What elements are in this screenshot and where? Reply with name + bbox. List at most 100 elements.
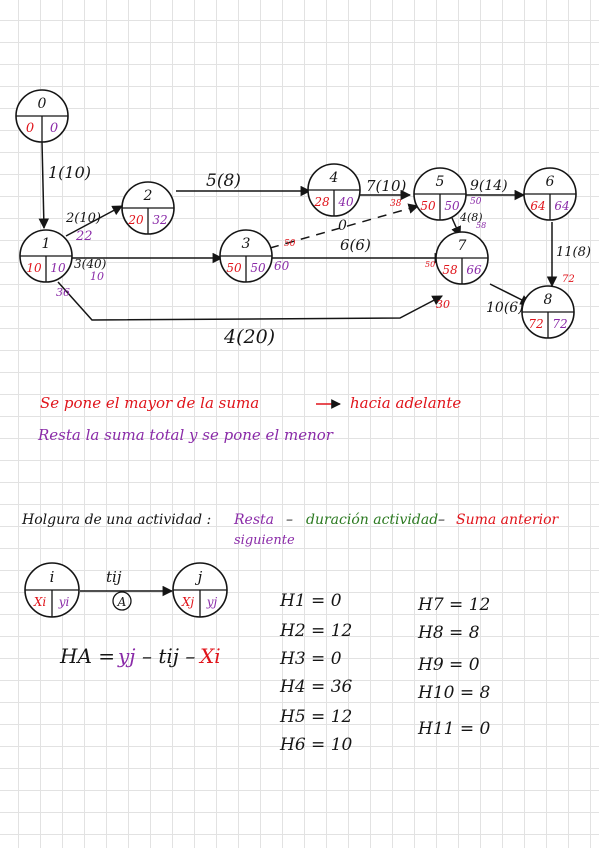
edge-1-7 <box>57 281 443 321</box>
edges <box>38 141 558 321</box>
annotation: 60 <box>274 259 290 273</box>
node-1: 1 10 10 <box>19 229 73 283</box>
node-early: 64 <box>530 199 545 213</box>
edge-1-2 <box>65 205 123 237</box>
edge-labels: 1(10) 2(10) 3(40) 4(20) 5(8) 7(10) 9(14)… <box>48 163 591 348</box>
edge-7-8 <box>489 283 531 305</box>
node-id: 3 <box>242 236 251 252</box>
node-early: 72 <box>528 317 543 331</box>
node-id: 8 <box>544 292 553 308</box>
node-7: 7 58 66 <box>435 231 489 285</box>
edge-label: 0 <box>338 218 347 234</box>
backward-rule-note: Resta la suma total y se pone el menor <box>37 426 334 444</box>
node-id: 6 <box>546 174 555 190</box>
annotation: 50 <box>284 239 296 249</box>
annotation: 30 <box>436 298 450 311</box>
annotation: 10 <box>90 270 104 283</box>
slack-values: H1 = 0 H2 = 12 H3 = 0 H4 = 36 H5 = 12 H6… <box>279 591 491 755</box>
slack-value: H8 = 8 <box>417 623 480 643</box>
legend-diagram: tij A i Xi yi j Xj yj HA = yj – tij – Xi <box>24 562 228 668</box>
node-early: 58 <box>442 263 458 277</box>
slack-suma: Suma anterior <box>456 512 560 528</box>
annotation: 22 <box>75 229 93 244</box>
node-id: 7 <box>458 238 467 254</box>
legend-yi: yi <box>58 595 70 609</box>
forward-rule-note: Se pone el mayor de la suma <box>40 394 259 412</box>
edge-label: 10(6) <box>486 300 524 316</box>
edge-label: 5(8) <box>206 171 241 191</box>
node-6: 6 64 64 <box>523 167 577 221</box>
annotation: 50 <box>470 197 482 207</box>
annotation: 50 <box>425 260 435 269</box>
formula-lhs: HA = <box>59 644 115 668</box>
edge-label: 3(40) <box>74 257 107 271</box>
node-2: 2 20 32 <box>121 181 175 235</box>
slack-value: H9 = 0 <box>417 655 480 675</box>
node-id: 1 <box>42 236 51 252</box>
node-early: 20 <box>127 213 144 227</box>
node-early: 0 <box>26 121 34 136</box>
slack-value: H6 = 10 <box>279 735 353 755</box>
slack-value: H2 = 12 <box>279 621 352 641</box>
annotation: 38 <box>390 199 402 209</box>
slack-duracion: duración actividad <box>306 512 438 528</box>
edge-0-1 <box>38 141 50 230</box>
edge-label: 7(10) <box>366 177 406 195</box>
slack-value: H4 = 36 <box>279 677 353 697</box>
slack-definition: Holgura de una actividad : Resta – durac… <box>21 512 560 548</box>
node-0: 0 0 0 <box>15 89 69 143</box>
node-8: 8 72 72 <box>521 285 575 339</box>
edge-label: 4(8) <box>459 211 483 224</box>
edge-3-5-dummy <box>269 203 420 249</box>
slack-dash: – <box>438 512 445 528</box>
node-4: 4 28 40 <box>307 163 361 217</box>
legend-node-label: j <box>195 568 203 586</box>
slack-dash: – <box>286 512 293 528</box>
node-late: 72 <box>552 317 567 331</box>
slack-value: H10 = 8 <box>417 683 491 703</box>
legend-node-j: j Xj yj <box>172 562 228 618</box>
legend-activity-circle <box>112 591 132 611</box>
edge-label: 2(10) <box>65 211 101 226</box>
rules-notes: Se pone el mayor de la suma hacia adelan… <box>37 394 461 444</box>
node-3: 3 50 50 <box>219 229 273 283</box>
edge-label: 9(14) <box>470 178 508 194</box>
slack-value: H7 = 12 <box>417 595 490 615</box>
node-id: 5 <box>436 174 445 190</box>
legend-xj: Xj <box>181 595 195 609</box>
legend-node-label: i <box>50 568 55 586</box>
node-late: 50 <box>250 261 266 275</box>
edge-label: 1(10) <box>48 163 91 182</box>
node-early: 28 <box>313 195 330 209</box>
node-id: 4 <box>329 170 339 186</box>
legend-activity: A <box>117 595 127 609</box>
edge-label: 6(6) <box>340 236 371 254</box>
edge-label: 4(20) <box>223 326 275 348</box>
node-id: 2 <box>143 188 153 204</box>
slack-title: Holgura de una actividad : <box>21 512 211 528</box>
formula-mid: – tij – <box>142 644 195 668</box>
node-late: 0 <box>50 121 58 136</box>
node-early: 50 <box>226 261 242 275</box>
legend-xi: Xi <box>33 595 47 609</box>
slack-resta: Resta <box>233 512 274 528</box>
node-late: 66 <box>466 263 482 277</box>
slack-siguiente: siguiente <box>234 533 295 548</box>
annotation: 72 <box>562 274 575 285</box>
node-id: 0 <box>38 96 47 112</box>
node-late: 10 <box>50 261 66 275</box>
node-late: 50 <box>444 199 460 213</box>
legend-edge-label: tij <box>106 568 122 586</box>
annotations: 22 10 36 50 60 38 50 58 50 30 72 <box>56 197 575 311</box>
slack-value: H5 = 12 <box>279 707 352 727</box>
slack-value: H11 = 0 <box>417 719 491 739</box>
slack-value: H1 = 0 <box>279 591 342 611</box>
node-early: 50 <box>420 199 436 213</box>
node-5: 5 50 50 <box>413 167 467 221</box>
formula-yj: yj <box>117 644 136 668</box>
annotation: 36 <box>56 286 70 299</box>
slack-value: H3 = 0 <box>279 649 342 669</box>
formula-xi: Xi <box>198 644 221 668</box>
node-late: 32 <box>152 213 167 227</box>
